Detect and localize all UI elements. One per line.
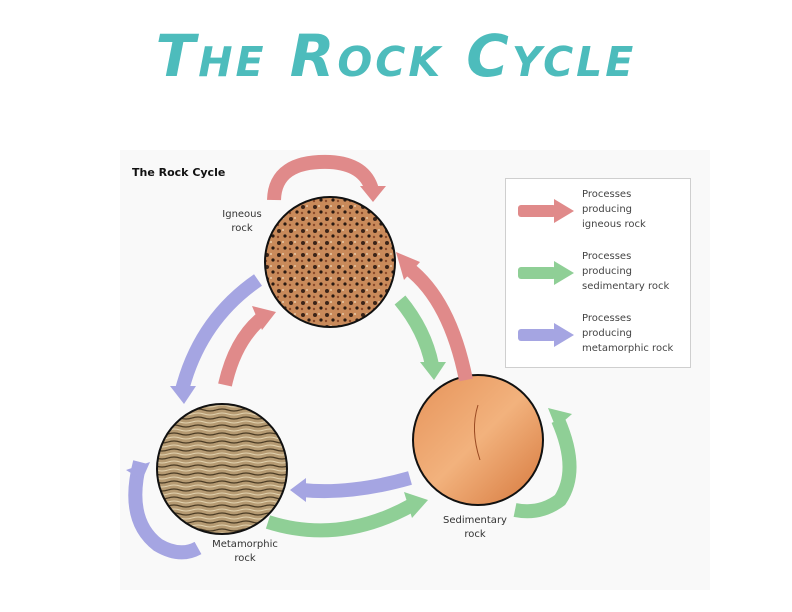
igneous-label-line2: rock (231, 223, 253, 234)
red-arrow-icon (518, 199, 574, 223)
legend-igneous-line2: producing (582, 204, 633, 215)
legend-sedimentary-line3: sedimentary rock (582, 281, 670, 292)
legend-item-sedimentary: Processes producing sedimentary rock (506, 249, 690, 299)
sedimentary-to-igneous-arrowhead (396, 252, 420, 280)
sedimentary-to-metamorphic-arrow (301, 471, 412, 499)
legend-item-metamorphic: Processes producing metamorphic rock (506, 311, 690, 361)
legend-igneous-line1: Processes (582, 189, 632, 200)
sedimentary-label-line2: rock (464, 529, 486, 540)
igneous-to-sedimentary-arrow (394, 295, 439, 367)
metamorphic-rock-label: Metamorphic rock (200, 538, 290, 566)
legend-sedimentary-line1: Processes (582, 251, 632, 262)
metamorphic-loop-arrowhead (126, 462, 150, 480)
igneous-to-metamorphic-arrowhead (170, 386, 196, 404)
legend-text-igneous: Processes producing igneous rock (582, 187, 690, 232)
igneous-loop-arrow (267, 154, 379, 201)
metamorphic-to-igneous-arrowhead (252, 306, 276, 330)
legend-metamorphic-line1: Processes (582, 313, 632, 324)
legend-igneous-line3: igneous rock (582, 219, 646, 230)
diagram-title: The Rock Cycle (132, 166, 226, 179)
sedimentary-loop-arrow (513, 417, 577, 519)
legend-text-sedimentary: Processes producing sedimentary rock (582, 249, 690, 294)
igneous-loop-arrowhead (360, 186, 386, 202)
metamorphic-to-sedimentary-arrowhead (404, 492, 428, 518)
igneous-to-metamorphic-arrow (175, 274, 263, 392)
legend-item-igneous: Processes producing igneous rock (506, 187, 690, 237)
igneous-to-sedimentary-arrowhead (420, 362, 446, 380)
metamorphic-label-line2: rock (234, 553, 256, 564)
metamorphic-label-line1: Metamorphic (212, 539, 278, 550)
metamorphic-to-igneous-arrow (218, 312, 267, 387)
igneous-label-line1: Igneous (222, 209, 262, 220)
slide-title: The Rock Cycle (155, 22, 637, 90)
igneous-rock-image (264, 196, 396, 328)
green-arrow-icon (518, 261, 574, 285)
legend-metamorphic-line2: producing (582, 328, 633, 339)
sedimentary-label-line1: Sedimentary (443, 515, 507, 526)
sedimentary-rock-image (412, 374, 544, 506)
sedimentary-to-metamorphic-arrowhead (290, 478, 306, 502)
metamorphic-loop-arrow (128, 460, 202, 560)
metamorphic-to-sedimentary-arrow (265, 498, 416, 538)
legend-text-metamorphic: Processes producing metamorphic rock (582, 311, 690, 356)
legend: Processes producing igneous rock Process… (505, 178, 691, 368)
legend-sedimentary-line2: producing (582, 266, 633, 277)
sedimentary-loop-arrowhead (548, 408, 572, 428)
sedimentary-rock-label: Sedimentary rock (430, 514, 520, 542)
purple-arrow-icon (518, 323, 574, 347)
sedimentary-to-igneous-arrow (403, 262, 473, 382)
sedimentary-crack (474, 404, 481, 461)
metamorphic-rock-image (156, 403, 288, 535)
igneous-rock-label: Igneous rock (212, 208, 272, 236)
legend-metamorphic-line3: metamorphic rock (582, 343, 674, 354)
